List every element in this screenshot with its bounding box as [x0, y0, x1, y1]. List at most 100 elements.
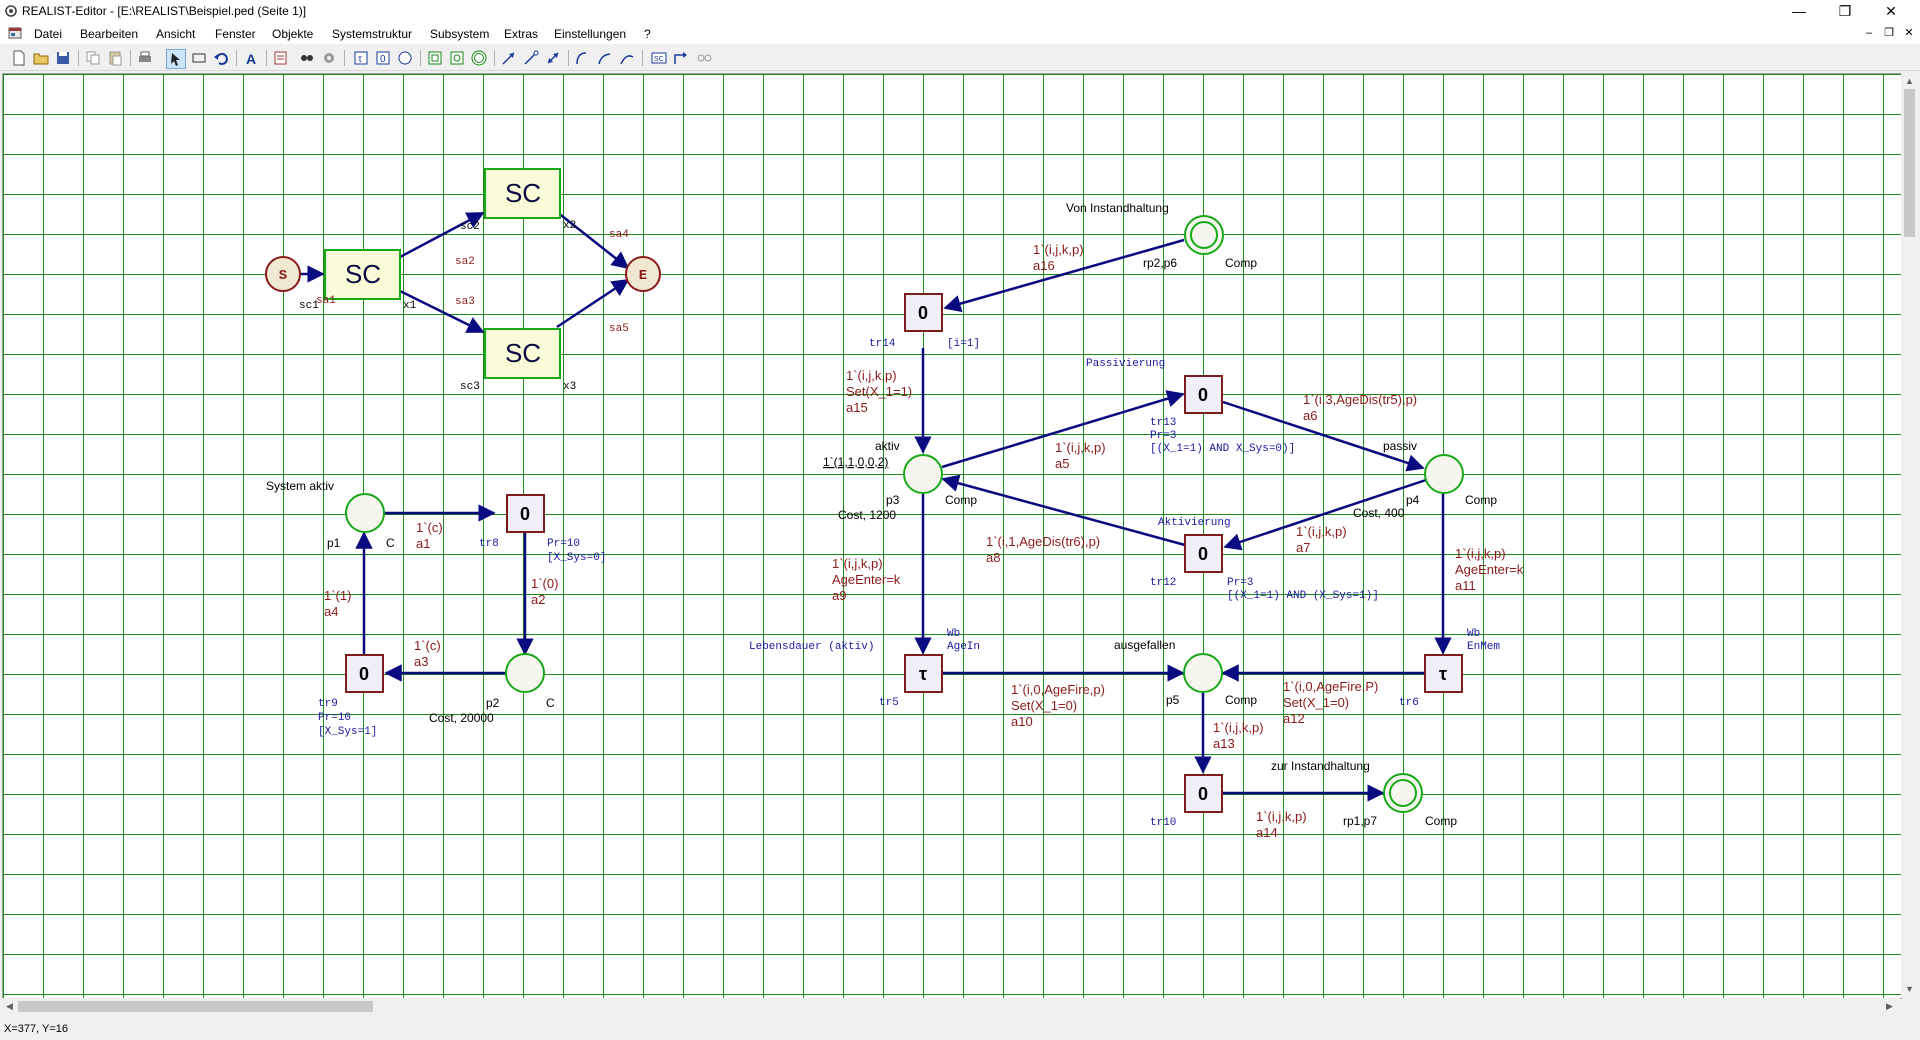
p4-color: Comp: [1465, 493, 1497, 507]
drawing-canvas[interactable]: S E SC SC SC sc1 sa1 x1 sc2 x2 sc3 x3 sa…: [2, 73, 1902, 999]
tools-icon[interactable]: [320, 49, 338, 67]
transition-icon[interactable]: τ: [352, 49, 370, 67]
find-icon[interactable]: [298, 49, 316, 67]
menu-einstellungen[interactable]: Einstellungen: [554, 27, 627, 41]
tr8-value: 0: [520, 504, 530, 524]
minimize-button[interactable]: —: [1792, 3, 1806, 19]
x3-name: x3: [563, 381, 576, 393]
select-arrow-icon[interactable]: [166, 49, 186, 69]
menu-subsystem[interactable]: Subsystem: [430, 27, 490, 41]
arc-sa3[interactable]: [399, 289, 485, 334]
arc-curve-2-icon[interactable]: [596, 49, 614, 67]
place-p1[interactable]: [345, 493, 385, 533]
transition-tr8[interactable]: [506, 494, 545, 533]
structure-diagram: S E SC SC SC sc1 sa1 x1 sc2 x2 sc3 x3 sa…: [265, 168, 661, 393]
scroll-right-icon[interactable]: ▶: [1886, 1001, 1893, 1011]
arc-a8[interactable]: [941, 474, 1186, 547]
close-button[interactable]: ✕: [1885, 3, 1897, 19]
end-node[interactable]: [625, 256, 661, 292]
vertical-scrollbar[interactable]: ▲ ▼: [1901, 73, 1918, 998]
vertical-scroll-thumb[interactable]: [1904, 89, 1915, 237]
scroll-left-icon[interactable]: ◀: [6, 1001, 13, 1011]
menu-objekte[interactable]: Objekte: [272, 27, 314, 41]
place-p3[interactable]: [903, 454, 943, 494]
arc-a7[interactable]: [1223, 478, 1427, 551]
menu-bearbeiten[interactable]: Bearbeiten: [80, 27, 139, 41]
transition-tr9[interactable]: [345, 654, 384, 693]
document-icon[interactable]: [8, 26, 22, 40]
save-icon[interactable]: [54, 49, 72, 67]
place-p4[interactable]: [1424, 454, 1464, 494]
a13-label: a13: [1213, 736, 1235, 751]
menu-datei[interactable]: Datei: [34, 27, 63, 41]
menu-extras[interactable]: Extras: [504, 27, 539, 41]
print-icon[interactable]: [136, 49, 154, 67]
arc-sa5[interactable]: [556, 278, 630, 329]
text-icon[interactable]: A: [242, 49, 260, 67]
sc3-block[interactable]: [484, 328, 561, 379]
sc2-block[interactable]: [484, 168, 561, 219]
transition-tr6[interactable]: [1424, 654, 1463, 693]
maximize-button[interactable]: ❐: [1838, 3, 1852, 19]
timed-transition-icon[interactable]: 0: [374, 49, 392, 67]
p2-color: C: [546, 696, 555, 710]
connector-icon[interactable]: [672, 49, 690, 67]
arc-icon[interactable]: [500, 49, 518, 67]
undo-icon[interactable]: [212, 49, 230, 67]
arc-sa4[interactable]: [556, 211, 630, 270]
place-p5[interactable]: [1183, 653, 1223, 693]
mdi-minimize-button[interactable]: –: [1865, 27, 1873, 39]
arc-bidirectional-icon[interactable]: [544, 49, 562, 67]
start-node[interactable]: [265, 256, 301, 292]
horizontal-scroll-thumb[interactable]: [18, 1001, 373, 1012]
subsystem-icon[interactable]: [426, 49, 444, 67]
a1-expr: 1`(c): [416, 520, 443, 535]
a11-label: a11: [1455, 578, 1476, 593]
sc1-block[interactable]: [324, 249, 401, 300]
paste-icon[interactable]: [106, 49, 124, 67]
title-bar: REALIST-Editor - [E:\REALIST\Beispiel.pe…: [0, 0, 1920, 22]
transition-tr10[interactable]: [1184, 774, 1223, 813]
arc-inhibitor-icon[interactable]: [522, 49, 540, 67]
edit-icon[interactable]: [272, 49, 290, 67]
cursor-coordinates: X=377, Y=16: [4, 1023, 69, 1035]
grid-icon[interactable]: [696, 49, 714, 67]
a5-expr: 1`(i,j,k,p): [1055, 440, 1106, 455]
status-bar: X=377, Y=16: [0, 1019, 1920, 1040]
rp2-name: rp2,p6: [1143, 256, 1177, 270]
menu-help[interactable]: ?: [644, 27, 651, 41]
tr13-name: tr13: [1150, 417, 1176, 429]
horizontal-scrollbar[interactable]: ◀ ▶: [2, 998, 1900, 1015]
a9-age: AgeEnter=k: [832, 572, 901, 587]
transition-tr14[interactable]: [904, 293, 943, 332]
scroll-down-icon[interactable]: ▼: [1905, 984, 1914, 994]
menu-systemstruktur[interactable]: Systemstruktur: [332, 27, 413, 41]
arc-curve-3-icon[interactable]: [618, 49, 636, 67]
mdi-close-button[interactable]: ✕: [1904, 27, 1914, 39]
arc-a6[interactable]: [1222, 400, 1425, 472]
menu-ansicht[interactable]: Ansicht: [156, 27, 196, 41]
double-place-icon[interactable]: [470, 49, 488, 67]
transition-tr5[interactable]: [904, 654, 943, 693]
place-icon[interactable]: [396, 49, 414, 67]
new-icon[interactable]: [10, 49, 28, 67]
sc-block-icon[interactable]: SC: [650, 49, 668, 67]
tr9-guard: [X_Sys=1]: [318, 726, 377, 738]
tr12-title: Aktivierung: [1158, 517, 1231, 529]
transition-tr12[interactable]: [1184, 534, 1223, 573]
open-icon[interactable]: [32, 49, 50, 67]
transition-tr13[interactable]: [1184, 375, 1223, 414]
menu-fenster[interactable]: Fenster: [215, 27, 256, 41]
arc-a16[interactable]: [943, 238, 1185, 313]
arc-a5[interactable]: [941, 390, 1185, 469]
tr5-symbol: τ: [919, 664, 927, 684]
arc-curve-1-icon[interactable]: [574, 49, 592, 67]
arc-sa2[interactable]: [399, 211, 485, 259]
place-p2[interactable]: [505, 653, 545, 693]
scroll-up-icon[interactable]: ▲: [1905, 76, 1914, 86]
subsystem-place-icon[interactable]: [448, 49, 466, 67]
rectangle-select-icon[interactable]: [190, 49, 208, 67]
mdi-restore-button[interactable]: ❐: [1884, 27, 1894, 39]
copy-icon[interactable]: [84, 49, 102, 67]
a15-label: a15: [846, 400, 868, 415]
